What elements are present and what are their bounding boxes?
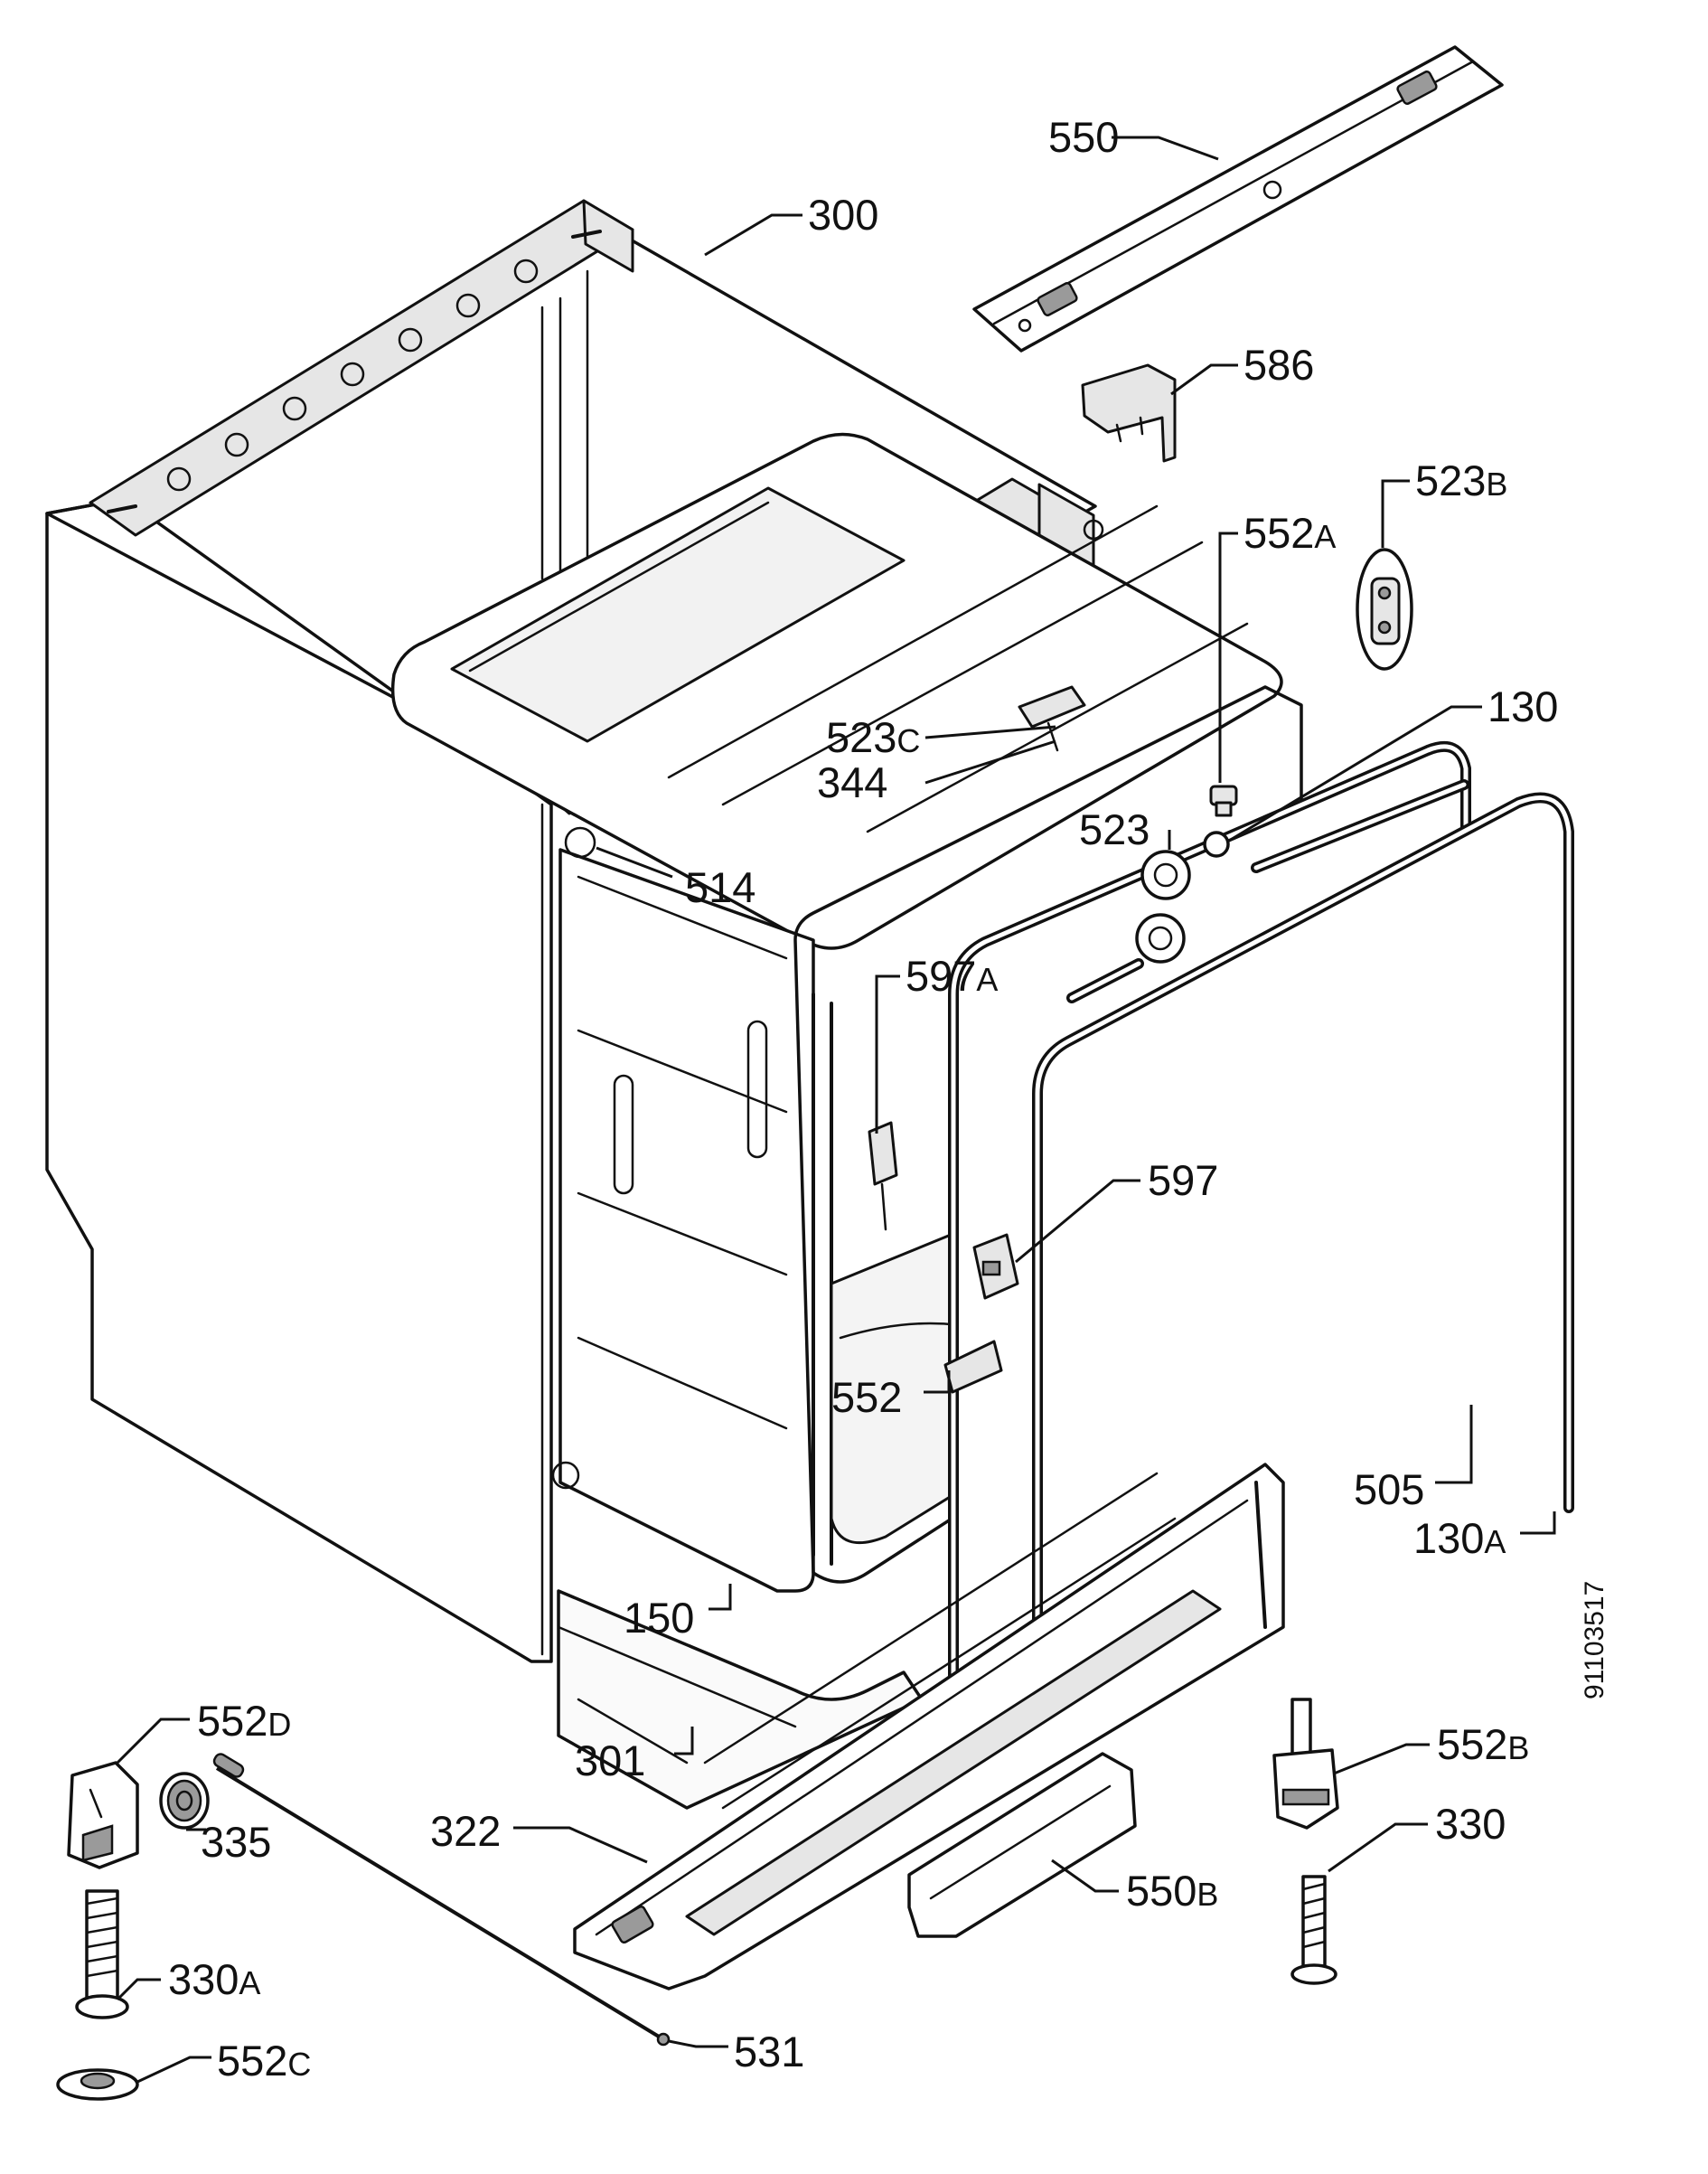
callout-suffix: B [1507, 1729, 1529, 1766]
callout-label-552a: 552A [1243, 509, 1336, 557]
callout-label-552d: 552D [197, 1697, 291, 1745]
callout-label-597: 597 [1148, 1156, 1218, 1204]
callout-label-301: 301 [575, 1736, 645, 1784]
callout-number: 552 [1437, 1720, 1507, 1768]
part-330a-foot-screw [75, 1889, 129, 2019]
callout-suffix: A [1314, 518, 1336, 555]
callout-suffix: A [1484, 1523, 1506, 1560]
callout-label-514: 514 [685, 863, 755, 911]
callout-number: 335 [201, 1818, 271, 1866]
part-597a-latch [868, 1121, 898, 1231]
part-552b-foot [1272, 1698, 1339, 1830]
callout-label-552c: 552C [217, 2037, 311, 2085]
callout-label-552b: 552B [1437, 1720, 1529, 1768]
callout-number: 550 [1126, 1867, 1197, 1915]
callout-number: 597 [906, 952, 976, 1000]
callout-number: 586 [1243, 341, 1314, 389]
reference-number: 91103517 [1580, 1581, 1609, 1699]
callout-label-300: 300 [808, 191, 878, 239]
callout-label-597a: 597A [906, 952, 998, 1000]
callout-number: 330 [168, 1955, 239, 2003]
callout-number: 322 [430, 1807, 501, 1855]
callout-number: 552 [1243, 509, 1314, 557]
callout-label-552: 552 [831, 1373, 902, 1421]
callout-number: 523 [826, 713, 896, 761]
callout-number: 130 [1413, 1514, 1484, 1562]
callout-label-531: 531 [734, 2028, 804, 2075]
part-597-catch [972, 1233, 1019, 1300]
callout-number: 505 [1354, 1465, 1424, 1513]
callout-number: 552 [217, 2037, 287, 2085]
callout-suffix: A [239, 1964, 260, 2001]
callout-label-523c: 523C [826, 713, 920, 761]
callout-suffix: B [1197, 1876, 1218, 1913]
part-523-hinge-pair [1135, 850, 1191, 964]
callout-number: 523 [1415, 456, 1486, 504]
leader-lines [114, 136, 1556, 2085]
part-550b-bracket [907, 1752, 1137, 1938]
part-552c-foot-pad [56, 2068, 139, 2101]
part-552a-bolt [1209, 785, 1238, 817]
callout-number: 531 [734, 2028, 804, 2075]
callout-label-550b: 550B [1126, 1867, 1218, 1915]
callout-suffix: B [1486, 466, 1507, 503]
callout-number: 550 [1048, 113, 1119, 161]
callout-number: 130 [1487, 682, 1558, 730]
callout-label-523: 523 [1079, 805, 1150, 853]
part-550-top-bar [972, 45, 1504, 353]
callout-label-130: 130 [1487, 682, 1558, 730]
callout-suffix: D [267, 1706, 291, 1743]
callout-label-330a: 330A [168, 1955, 260, 2003]
part-330-screw [1290, 1875, 1337, 1985]
callout-labels: 550300586523B552A130523C344523514597A597… [168, 113, 1558, 2085]
seal-strip-130 [1251, 779, 1469, 873]
callout-number: 300 [808, 191, 878, 239]
callout-number: 330 [1435, 1800, 1506, 1848]
callout-number: 597 [1148, 1156, 1218, 1204]
callout-label-505: 505 [1354, 1465, 1424, 1513]
callout-label-523b: 523B [1415, 456, 1507, 504]
callout-number: 514 [685, 863, 755, 911]
seal-strip-upper [1066, 958, 1144, 1003]
part-523b-plate [1356, 548, 1413, 671]
callout-label-550: 550 [1048, 113, 1119, 161]
callout-number: 150 [624, 1594, 694, 1642]
callout-label-335: 335 [201, 1818, 271, 1866]
part-552d-clip [67, 1761, 139, 1869]
callout-label-344: 344 [817, 758, 887, 806]
callout-number: 523 [1079, 805, 1150, 853]
callout-number: 344 [817, 758, 887, 806]
callout-label-322: 322 [430, 1807, 501, 1855]
part-130-ring [1203, 831, 1230, 858]
part-335-gear [159, 1772, 210, 1830]
callout-label-150: 150 [624, 1594, 694, 1642]
part-531-rod [212, 1753, 671, 2047]
callout-suffix: C [287, 2046, 311, 2083]
callout-number: 552 [197, 1697, 267, 1745]
callout-label-586: 586 [1243, 341, 1314, 389]
callout-label-130a: 130A [1413, 1514, 1506, 1562]
part-322-base-frame [573, 1463, 1285, 1990]
callout-number: 552 [831, 1373, 902, 1421]
part-586-bracket [1081, 363, 1177, 463]
callout-number: 301 [575, 1736, 645, 1784]
door-seal-130a [1032, 792, 1574, 1752]
callout-suffix: C [896, 722, 920, 759]
callout-suffix: A [976, 961, 998, 998]
callout-label-330: 330 [1435, 1800, 1506, 1848]
